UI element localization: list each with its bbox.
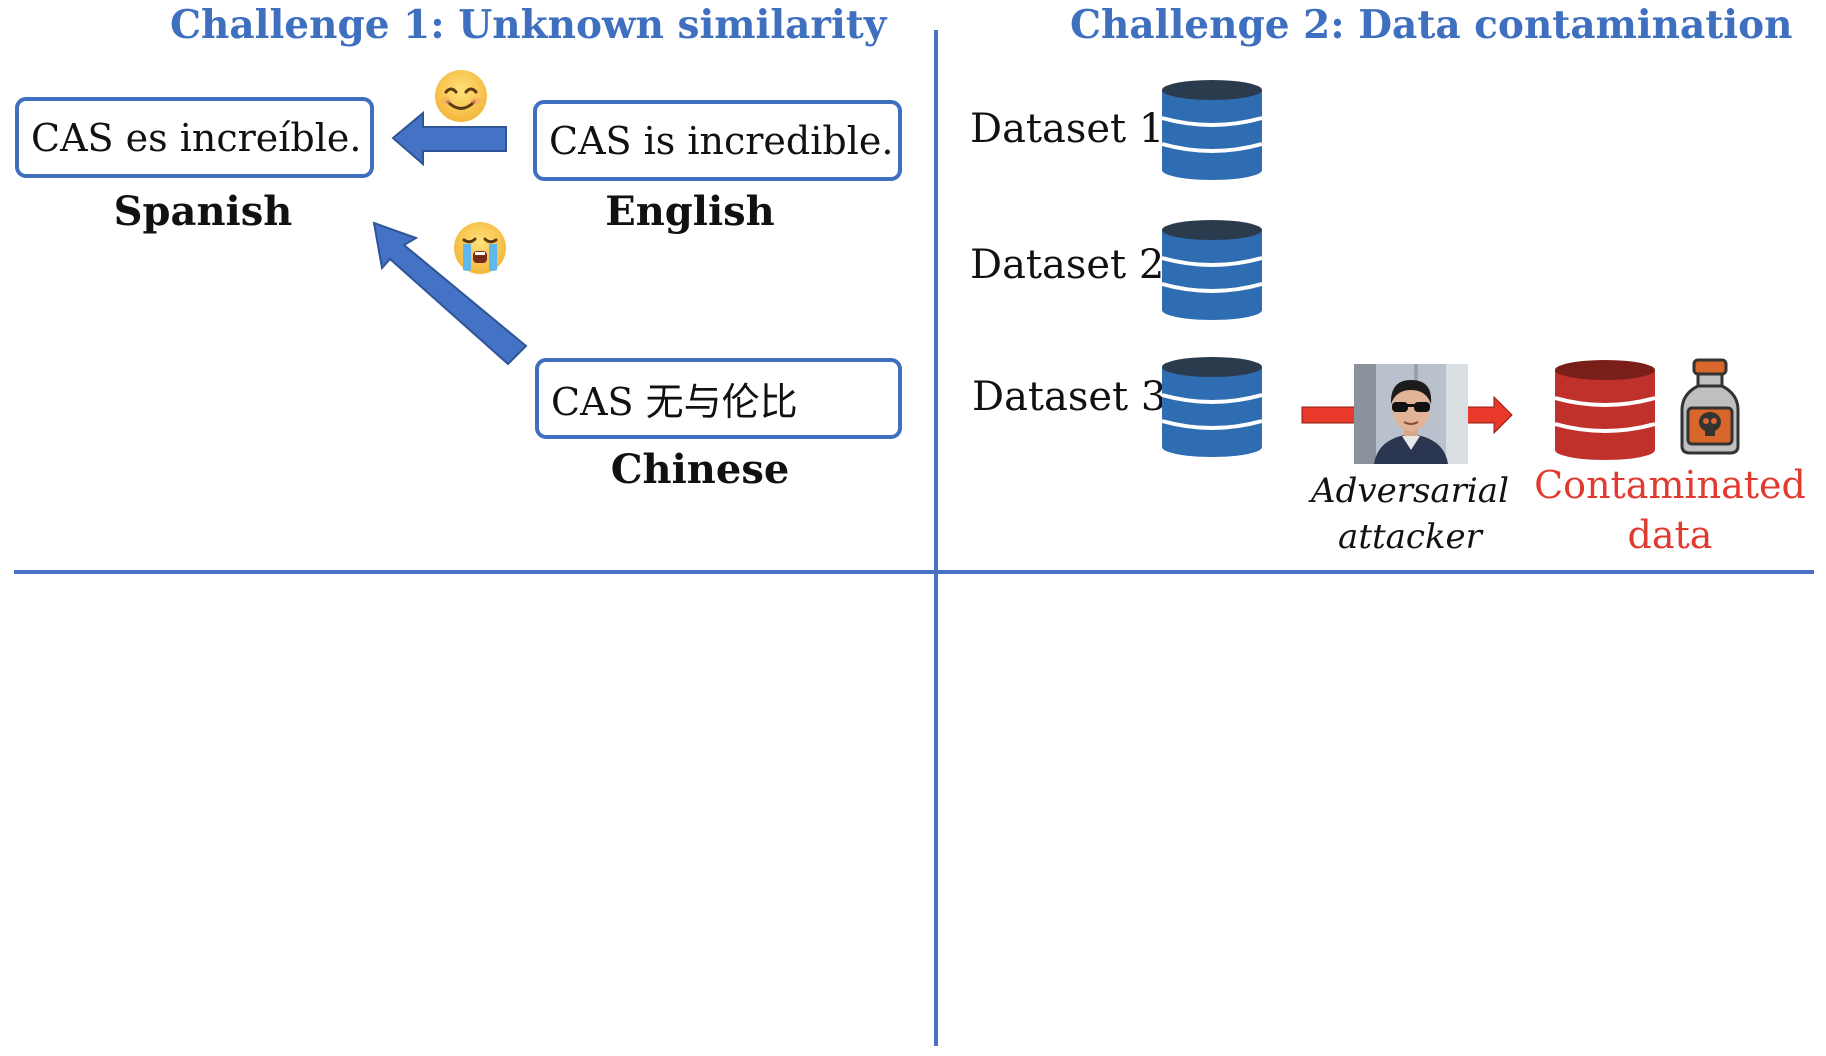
smiling-face-icon (435, 70, 487, 122)
contaminated-label-line-2: data (1627, 513, 1713, 557)
dataset-3-database-icon (1161, 357, 1263, 457)
poison-bottle-icon (1680, 358, 1740, 455)
english-label: English (605, 188, 775, 235)
spanish-label: Spanish (113, 188, 293, 235)
attacker-to-contaminated-arrow (1465, 395, 1513, 435)
dataset-2-database-icon (1161, 220, 1263, 320)
crying-face-icon (454, 222, 506, 274)
chinese-label: Chinese (610, 446, 790, 493)
contaminated-label-line-1: Contaminated (1534, 463, 1806, 507)
contaminated-database-icon (1554, 360, 1656, 460)
chinese-sentence-text: CAS 无与伦比 (551, 380, 798, 424)
spanish-sentence-text: CAS es increíble. (31, 115, 362, 160)
adversarial-attacker-photo (1354, 364, 1468, 464)
vertical-divider (934, 30, 938, 1046)
challenge-1-title: Challenge 1: Unknown similarity (170, 2, 887, 48)
english-sentence-box: CAS is incredible. (533, 100, 902, 181)
dataset-1-database-icon (1161, 80, 1263, 180)
chinese-sentence-box: CAS 无与伦比 (535, 358, 902, 439)
adversarial-attacker-label: Adversarial attacker (1290, 468, 1530, 560)
dataset-2-label: Dataset 2 (970, 242, 1165, 288)
contaminated-data-label: Contaminated data (1525, 460, 1815, 560)
english-sentence-text: CAS is incredible. (549, 118, 894, 163)
dataset-to-attacker-arrow (1301, 406, 1359, 424)
dataset-1-label: Dataset 1 (970, 106, 1165, 152)
spanish-sentence-box: CAS es increíble. (15, 97, 374, 178)
attacker-label-line-1: Adversarial (1311, 471, 1509, 511)
attacker-label-line-2: attacker (1338, 517, 1482, 557)
challenge-2-title: Challenge 2: Data contamination (1070, 2, 1793, 48)
dataset-3-label: Dataset 3 (972, 374, 1167, 420)
horizontal-divider (14, 570, 1814, 574)
